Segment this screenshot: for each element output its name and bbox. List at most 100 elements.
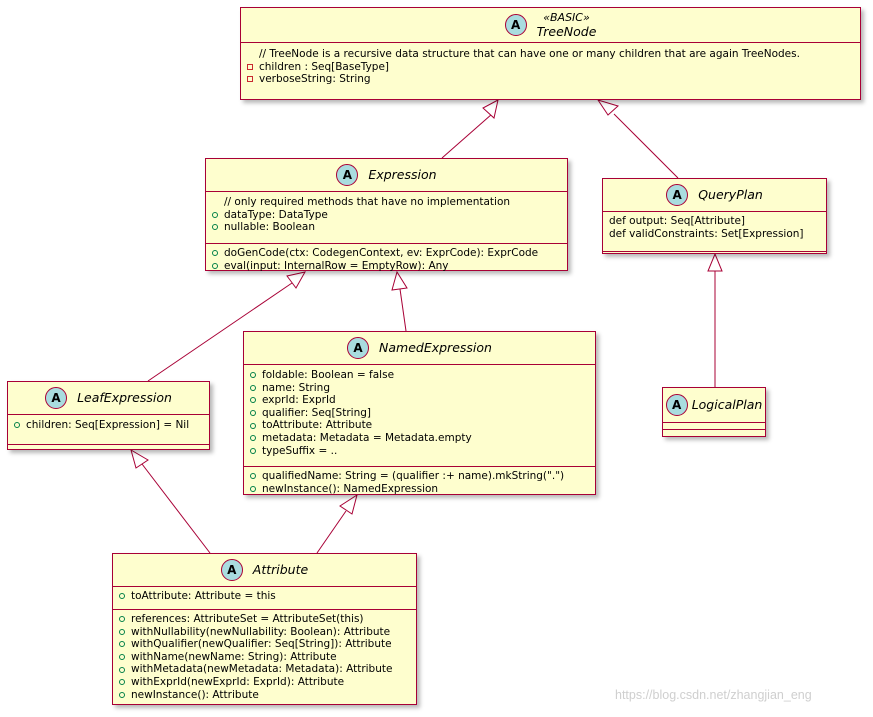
methods-section [8, 445, 209, 453]
arrowhead-expression-left [286, 271, 306, 289]
class-queryplan[interactable]: A QueryPlan def output: Seq[Attribute] d… [602, 178, 827, 254]
arrowhead-treenode-left [482, 99, 499, 119]
methods-section: qualifiedName: String = (qualifier :+ na… [244, 467, 595, 498]
field-row: foldable: Boolean = false [250, 369, 589, 382]
private-visibility-icon [247, 63, 253, 70]
field-row: children: Seq[Expression] = Nil [14, 419, 203, 432]
public-visibility-icon [250, 384, 256, 391]
class-header: A QueryPlan [603, 179, 826, 212]
arrowhead-leaf [130, 448, 149, 469]
abstract-badge-icon: A [336, 164, 359, 186]
field-row: def validConstraints: Set[Expression] [609, 227, 804, 240]
watermark-text: https://blog.csdn.net/zhangjian_eng [615, 688, 812, 702]
class-logicalplan[interactable]: A LogicalPlan [662, 387, 766, 437]
field-row: def output: Seq[Attribute] [609, 215, 746, 227]
class-attribute[interactable]: A Attribute toAttribute: Attribute = thi… [112, 553, 417, 705]
class-header: A «BASIC» TreeNode [241, 8, 860, 43]
stereotype-label: «BASIC» [543, 11, 590, 24]
fields-section: toAttribute: Attribute = this [113, 587, 416, 610]
field-row: verboseString: String [247, 73, 854, 86]
public-visibility-icon [250, 473, 256, 480]
abstract-badge-icon: A [220, 559, 243, 581]
field-row: toAttribute: Attribute [250, 419, 589, 432]
class-namedexpression[interactable]: A NamedExpression foldable: Boolean = fa… [243, 331, 596, 495]
methods-section [663, 430, 765, 436]
public-visibility-icon [14, 422, 20, 429]
public-visibility-icon [119, 616, 125, 623]
methods-section: references: AttributeSet = AttributeSet(… [113, 610, 416, 704]
edge-queryplan-treenode [613, 113, 679, 179]
class-name: LeafExpression [77, 390, 172, 405]
public-visibility-icon [119, 666, 125, 673]
abstract-badge-icon: A [504, 14, 527, 36]
class-name: Attribute [252, 562, 309, 577]
edge-attribute-leaf [141, 463, 211, 554]
fields-section [663, 423, 765, 430]
arrowhead-queryplan [707, 252, 723, 272]
abstract-badge-icon: A [666, 184, 689, 206]
public-visibility-icon [250, 410, 256, 417]
public-visibility-icon [212, 211, 218, 218]
method-row: withExprId(newExprId: ExprId): Attribute [119, 676, 410, 689]
edge-attribute-named [316, 510, 347, 554]
public-visibility-icon [250, 422, 256, 429]
edge-named-expression [399, 288, 407, 332]
class-leafexpression[interactable]: A LeafExpression children: Seq[Expressio… [7, 381, 210, 450]
public-visibility-icon [212, 224, 218, 231]
field-row: nullable: Boolean [212, 221, 561, 234]
field-row: children : Seq[BaseType] [247, 61, 854, 74]
public-visibility-icon [119, 679, 125, 686]
class-header: A LogicalPlan [663, 388, 765, 423]
class-name: NamedExpression [379, 340, 492, 355]
methods-section [603, 252, 826, 258]
arrowhead-expression-right [391, 270, 408, 291]
fields-section: def output: Seq[Attribute] def validCons… [603, 212, 826, 252]
class-header: A Expression [206, 159, 567, 192]
public-visibility-icon [250, 485, 256, 492]
class-name: LogicalPlan [691, 397, 763, 412]
field-row: dataType: DataType [212, 209, 561, 222]
public-visibility-icon [250, 397, 256, 404]
public-visibility-icon [212, 262, 218, 269]
public-visibility-icon [250, 435, 256, 442]
field-row: name: String [250, 382, 589, 395]
arrowhead-named [339, 493, 358, 515]
method-row: withName(newName: String): Attribute [119, 651, 410, 664]
method-row: doGenCode(ctx: CodegenContext, ev: ExprC… [212, 247, 561, 260]
class-name: Expression [368, 167, 437, 182]
public-visibility-icon [119, 691, 125, 698]
method-row: references: AttributeSet = AttributeSet(… [119, 613, 410, 626]
fields-section: // TreeNode is a recursive data structur… [241, 43, 860, 100]
methods-section [241, 100, 860, 106]
fields-section: children: Seq[Expression] = Nil [8, 415, 209, 445]
class-expression[interactable]: A Expression // only required methods th… [205, 158, 568, 272]
method-row: newInstance(): Attribute [119, 689, 410, 702]
method-row: withMetadata(newMetadata: Metadata): Att… [119, 663, 410, 676]
class-name: TreeNode [536, 24, 597, 39]
class-header: A LeafExpression [8, 382, 209, 415]
fields-section: // only required methods that have no im… [206, 192, 567, 244]
method-row: qualifiedName: String = (qualifier :+ na… [250, 470, 589, 483]
field-row: toAttribute: Attribute = this [119, 590, 410, 603]
class-treenode[interactable]: A «BASIC» TreeNode // TreeNode is a recu… [240, 7, 861, 100]
public-visibility-icon [119, 641, 125, 648]
public-visibility-icon [119, 654, 125, 661]
class-header: A NamedExpression [244, 332, 595, 365]
private-visibility-icon [247, 76, 253, 83]
field-row: typeSuffix = .. [250, 445, 589, 458]
class-comment: // TreeNode is a recursive data structur… [259, 48, 800, 60]
arrowhead-treenode-right [596, 99, 619, 116]
abstract-badge-icon: A [45, 387, 68, 409]
public-visibility-icon [212, 250, 218, 257]
method-row: withNullability(newNullability: Boolean)… [119, 626, 410, 639]
abstract-badge-icon: A [665, 394, 688, 416]
fields-section: foldable: Boolean = false name: String e… [244, 365, 595, 467]
public-visibility-icon [119, 628, 125, 635]
class-comment: // only required methods that have no im… [224, 196, 511, 208]
class-name: QueryPlan [698, 187, 763, 202]
public-visibility-icon [119, 593, 125, 600]
edge-expression-treenode [441, 113, 493, 159]
field-row: metadata: Metadata = Metadata.empty [250, 432, 589, 445]
method-row: newInstance(): NamedExpression [250, 483, 589, 496]
